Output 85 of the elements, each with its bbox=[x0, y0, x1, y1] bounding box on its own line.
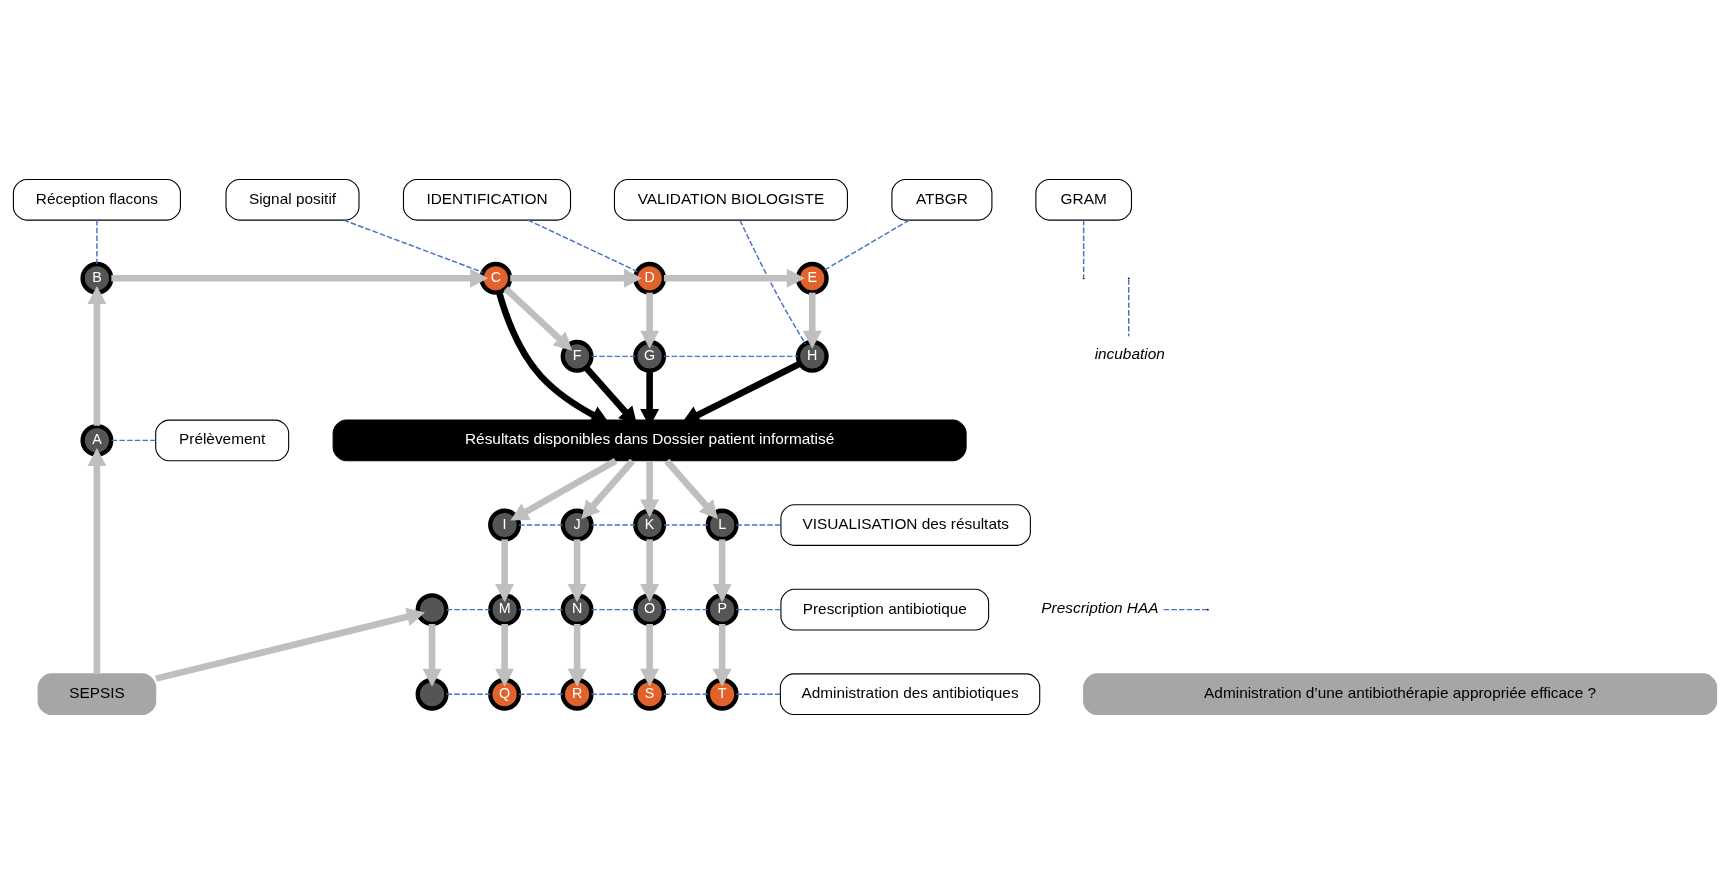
node-box: VALIDATION BIOLOGISTE bbox=[613, 178, 848, 221]
node-circle: L bbox=[705, 508, 739, 541]
connector bbox=[662, 523, 708, 526]
node-box: GRAM bbox=[1034, 178, 1132, 221]
node-circle: C bbox=[478, 261, 512, 295]
node-circle: A bbox=[79, 423, 113, 457]
node-text: incubation bbox=[1094, 344, 1165, 362]
node-box: Prélèvement bbox=[154, 419, 289, 461]
arrow bbox=[86, 285, 106, 426]
node-box: Administration des antibiotiques bbox=[779, 672, 1040, 715]
connector bbox=[590, 608, 636, 610]
connector bbox=[445, 608, 491, 610]
node-circle: M bbox=[487, 592, 521, 626]
node-circle: F bbox=[560, 339, 594, 373]
node-text: Prescription HAA bbox=[1040, 598, 1158, 616]
node-circle: G bbox=[632, 339, 666, 373]
connector bbox=[822, 218, 910, 271]
connector bbox=[95, 218, 98, 264]
connector bbox=[526, 218, 638, 272]
arrow bbox=[567, 538, 587, 602]
node-circle: H bbox=[795, 339, 829, 373]
connector bbox=[662, 608, 708, 610]
arrow bbox=[712, 538, 732, 602]
arrow bbox=[663, 268, 805, 288]
node-circle: R bbox=[560, 677, 594, 711]
arrow bbox=[567, 623, 587, 687]
connector bbox=[342, 218, 483, 273]
node-circle bbox=[415, 677, 449, 711]
node-box: ATBGR bbox=[890, 178, 992, 221]
arrow bbox=[712, 623, 732, 687]
connector bbox=[590, 523, 636, 526]
node-circle: P bbox=[705, 592, 739, 626]
connector bbox=[590, 355, 636, 357]
connector bbox=[1127, 278, 1129, 337]
arrow bbox=[509, 268, 642, 288]
node-circle: Q bbox=[487, 677, 521, 711]
node-box: Signal positif bbox=[224, 178, 360, 221]
arrow bbox=[154, 607, 425, 682]
arrow bbox=[495, 291, 609, 423]
node-circle: K bbox=[632, 508, 666, 541]
connector bbox=[1162, 608, 1208, 610]
node-box: Résultats disponibles dans Dossier patient informatisé bbox=[332, 419, 967, 461]
arrow bbox=[580, 458, 635, 519]
arrow bbox=[494, 623, 514, 687]
arrow bbox=[639, 623, 659, 687]
arrow bbox=[494, 538, 514, 602]
connector bbox=[738, 219, 806, 345]
arrow bbox=[110, 268, 488, 288]
arrow bbox=[503, 285, 572, 351]
node-box: VISUALISATION des résultats bbox=[779, 503, 1031, 546]
arrow bbox=[802, 292, 822, 349]
connector bbox=[1082, 218, 1084, 278]
node-box: SEPSIS bbox=[37, 672, 156, 715]
node-circle: E bbox=[795, 261, 829, 295]
arrow bbox=[639, 292, 659, 349]
node-circle: J bbox=[560, 508, 594, 541]
node-circle: N bbox=[560, 592, 594, 626]
connector bbox=[517, 608, 563, 610]
connector bbox=[735, 693, 781, 695]
node-box: Réception flacons bbox=[12, 178, 181, 221]
node-circle: S bbox=[632, 677, 666, 711]
node-box: IDENTIFICATION bbox=[402, 178, 571, 221]
connector bbox=[735, 523, 781, 526]
node-box: Administration d’une antibiothérapie appropriée efficace ? bbox=[1082, 672, 1717, 715]
node-circle: T bbox=[705, 677, 739, 711]
connector bbox=[517, 523, 563, 526]
arrow bbox=[663, 458, 718, 519]
connector bbox=[662, 693, 708, 695]
connector bbox=[110, 439, 156, 441]
node-circle bbox=[415, 592, 449, 626]
arrow bbox=[509, 457, 617, 521]
connector bbox=[517, 693, 563, 695]
connector bbox=[662, 355, 798, 357]
node-circle: B bbox=[79, 261, 113, 295]
connector bbox=[735, 608, 781, 610]
node-circle: I bbox=[487, 508, 521, 541]
node-box: Prescription antibiotique bbox=[779, 588, 989, 630]
connector bbox=[445, 693, 491, 695]
node-circle: O bbox=[632, 592, 666, 626]
node-circle: D bbox=[632, 261, 666, 295]
connector bbox=[590, 693, 636, 695]
arrow bbox=[86, 447, 106, 674]
arrow bbox=[639, 538, 659, 602]
arrow bbox=[422, 623, 442, 687]
arrow bbox=[639, 460, 659, 518]
